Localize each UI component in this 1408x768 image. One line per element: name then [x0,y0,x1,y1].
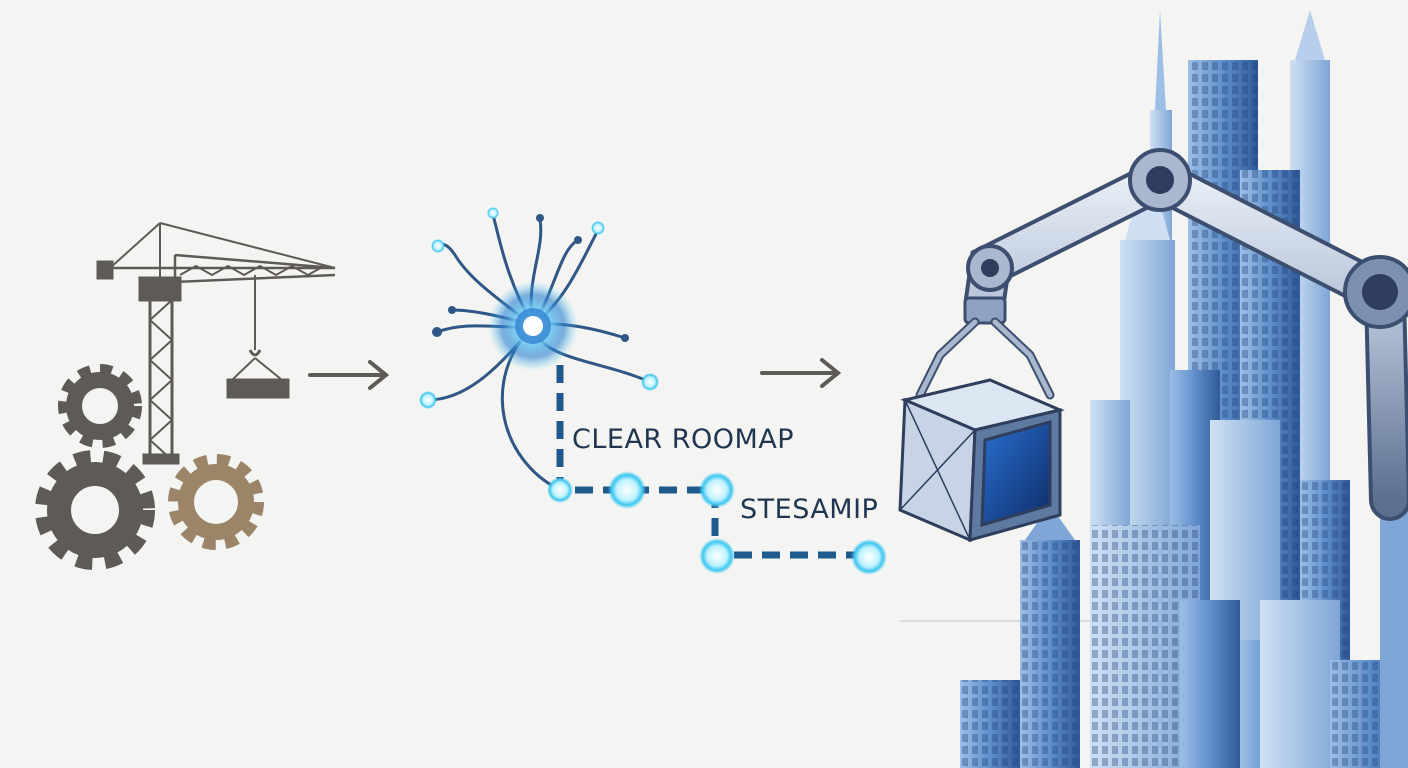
steps-label: STESAMIP [740,494,879,525]
roadmap-nodes [547,471,887,575]
gear-icon [58,364,142,448]
gear-icon [35,450,155,570]
neuron-terminals [419,207,659,409]
crane-icon [96,222,336,465]
roadmap-path [556,365,870,559]
gear-icon [168,454,264,550]
roadmap-label: CLEAR ROOMAP [572,424,795,455]
cube-payload [898,378,1065,543]
arrow-right-icon [308,360,390,390]
robot-arm [915,148,1408,521]
arrow-right-icon [760,358,842,388]
city-skyline [900,10,1408,768]
